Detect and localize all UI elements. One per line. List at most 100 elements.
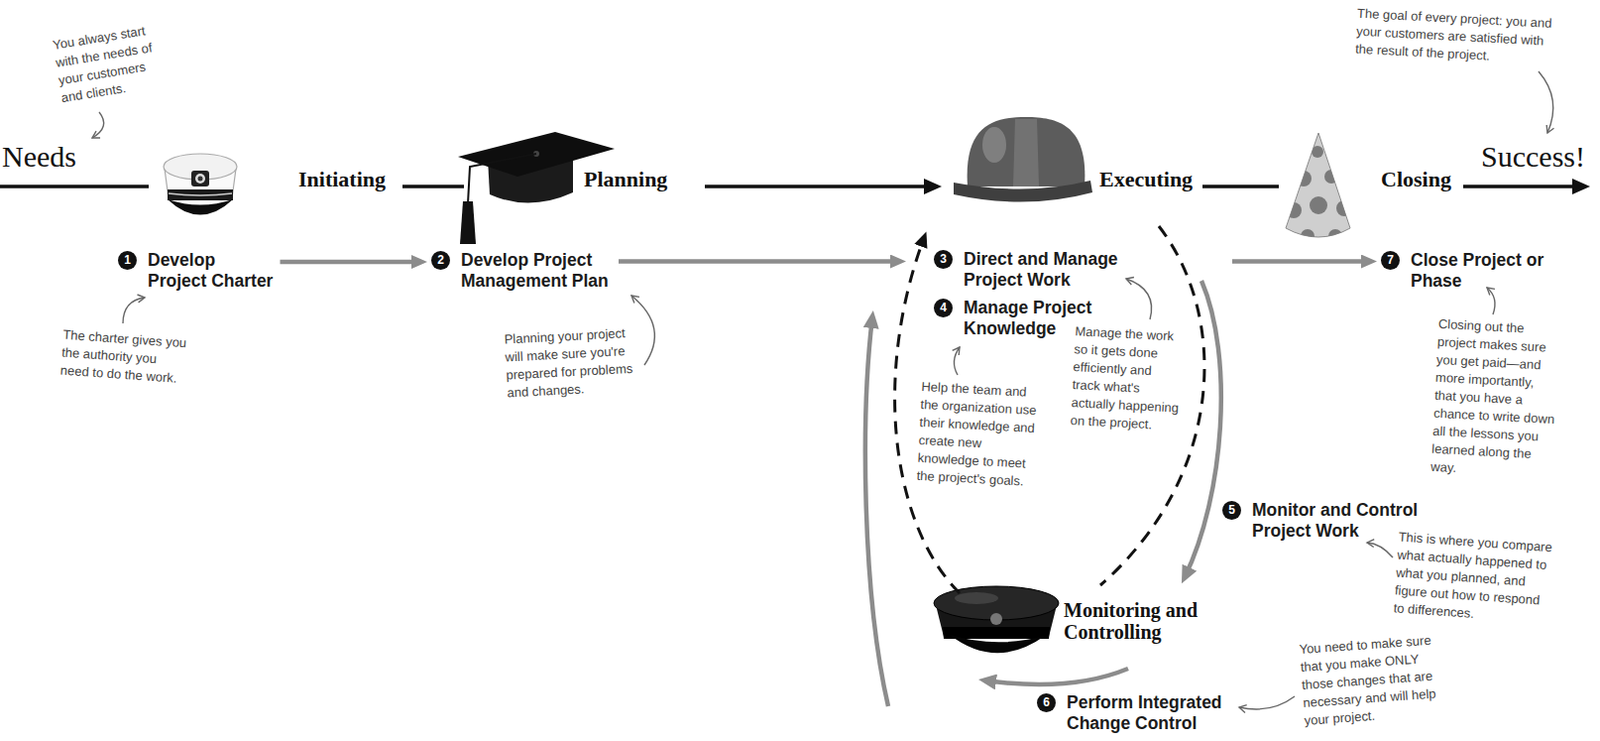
hat-dot [1328,228,1343,243]
loop-arrow [985,668,1129,685]
leader-line [1486,287,1495,315]
process-step: 7 Close Project or Phase [1380,249,1555,292]
process-name: Develop Project Charter [147,249,277,292]
label-anchor: Executing [1099,166,1193,193]
hat-dot [1311,145,1324,158]
hat-dot [1285,202,1302,219]
annotation-note: The goal of every project: you and your … [1355,4,1562,70]
loop-arrow [865,317,889,706]
hat-visor [949,634,1045,653]
label-anchor: Needs [1,139,77,174]
tassel-cord [467,153,537,204]
label-anchor: Closing [1380,166,1452,193]
tassel [459,201,476,244]
process-name: Develop Project Management Plan [460,249,615,292]
annotation-note: You need to make sure that you make ONLY… [1298,630,1446,730]
dashed-cycle [895,226,1205,593]
step-number: 7 [1380,250,1400,270]
loop-arrow [1184,280,1222,577]
hat-badge [198,176,204,182]
leader-line [631,295,655,365]
label-anchor: Manage the work so it gets done efficien… [1069,322,1186,436]
phase-label: Closing [1380,166,1452,193]
leader-line [1538,71,1554,133]
phase-line [0,184,149,189]
hat-band [167,189,233,201]
leader-line [92,112,105,138]
hat-dome [967,116,1086,187]
phase-line [0,184,1585,189]
label-anchor: This is where you compare what actually … [1392,528,1558,629]
hat-ridge [1013,118,1039,187]
process-step: 5Monitor and Control Project Work [1222,499,1426,542]
phase-arrow [1463,184,1585,189]
phase-label: Planning [583,166,668,193]
phase-label: Needs [1,139,77,174]
label-anchor: You need to make sure that you make ONLY… [1298,630,1446,730]
hat-badge [990,612,1003,625]
label-anchor: Help the team and the organization use t… [915,377,1038,491]
annotation-note: Closing out the project makes sure you g… [1430,315,1562,482]
hat-visor [167,199,233,216]
label-anchor: Planning [583,166,668,193]
leader-line [122,297,145,324]
annotation-note: The charter gives you the authority you … [59,326,189,389]
step-number: 3 [933,249,953,269]
leader-line [1367,542,1393,558]
step-number: 4 [933,298,953,318]
phase-arrow [704,184,936,189]
phase-label: Executing [1099,166,1193,193]
process-name: Perform Integrated Change Control [1066,691,1231,734]
flow-arrow [1232,258,1372,264]
hat-badge [191,170,210,187]
step-number: 6 [1036,692,1056,712]
hat-shine [954,591,999,604]
hat-dot [1324,169,1339,184]
label-anchor: Planning your project will make sure you… [503,324,642,403]
process-step: 3 Direct and Manage Project Work [910,248,1229,291]
hat-cone [1285,132,1351,237]
process-step: 6 Perform Integrated Change Control [1036,691,1231,734]
annotation-note: This is where you compare what actually … [1392,528,1558,629]
leader-line [953,346,960,375]
phase-line [402,184,464,189]
leader-lines [92,71,1554,709]
phase-label: Success! [1481,139,1586,174]
hat-band [942,626,1050,639]
hat-badge [195,173,206,184]
hat-dots [1285,145,1353,243]
captain-hat [163,153,237,216]
annotation-note: Manage the work so it gets done efficien… [1069,322,1186,436]
annotation-note: Help the team and the organization use t… [915,377,1038,491]
label-anchor: Success! [1481,139,1586,174]
step-number: 5 [1222,500,1242,520]
party-hat [1285,132,1353,243]
phase-label: Initiating [298,166,386,193]
phase-label: Monitoring and Controlling [1063,598,1208,643]
flow-arrow [280,259,423,265]
police-hat [933,585,1059,653]
label-anchor: The charter gives you the authority you … [59,326,189,389]
hat-cord [168,193,232,196]
hat-shine [982,126,1007,163]
label-anchor: Initiating [298,166,386,193]
process-name: Direct and Manage Project Work [963,248,1128,291]
annotation-note: You always start with the needs of your … [51,19,171,108]
process-step: 1 Develop Project Charter [117,249,277,292]
loop-arrows [865,280,1222,706]
leader-line [1126,278,1152,320]
step-number: 1 [117,250,137,270]
label-anchor: You always start with the needs of your … [51,19,171,108]
annotation-note: Planning your project will make sure you… [503,324,642,403]
step-number: 2 [431,250,451,270]
hat-dot [1295,170,1312,187]
process-name: Close Project or Phase [1410,249,1555,292]
hat-dot [1300,228,1315,243]
phase-line [1202,184,1279,189]
leader-line [1239,695,1295,709]
label-anchor: Closing out the project makes sure you g… [1430,315,1562,482]
label-anchor: The goal of every project: you and your … [1355,4,1562,70]
hat-dot [1336,200,1353,217]
